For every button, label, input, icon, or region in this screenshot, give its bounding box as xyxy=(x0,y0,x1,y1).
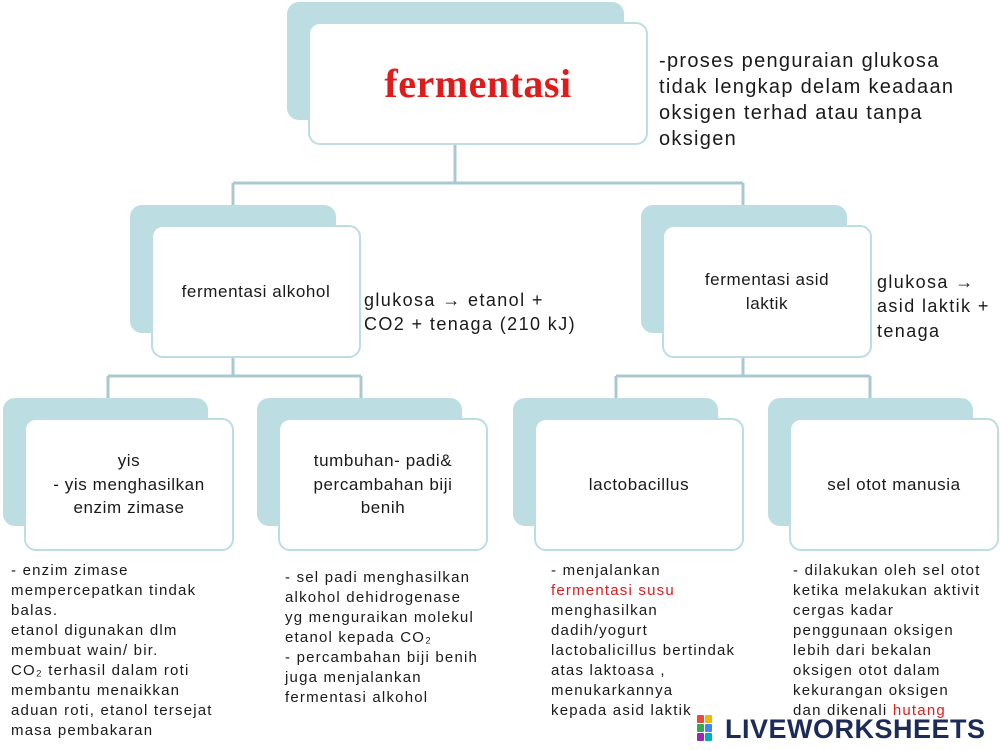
lactic-equation: glukosa → asid laktik + tenaga xyxy=(877,272,990,341)
otot-detail-last-line: dan dikenali hutang xyxy=(793,701,981,721)
yis-detail-line: membantu menaikkan xyxy=(11,681,181,699)
yis-box: yis - yis menghasilkan enzim zimase xyxy=(24,418,234,551)
otot-detail-line: cergas kadar xyxy=(793,601,895,619)
yis-detail-line: masa pembakaran xyxy=(11,721,154,739)
yis-sublabel: - yis menghasilkan enzim zimase xyxy=(53,474,205,518)
alcohol-equation: glukosa → etanol + CO2 + tenaga (210 kJ) xyxy=(364,290,577,335)
tumbuhan-label: tumbuhan- padi& percambahan biji benih xyxy=(313,450,453,518)
liveworksheets-logo: LIVEWORKSHEETS xyxy=(697,714,986,744)
title-box: fermentasi xyxy=(308,22,648,145)
definition-text: -proses penguraian glukosa tidak lengkap… xyxy=(659,50,955,150)
lactobacillus-detail-line: - menjalankan xyxy=(551,562,661,579)
tumbuhan-detail-line: juga menjalankan xyxy=(285,668,422,686)
diagram-title: fermentasi xyxy=(384,60,572,106)
alcohol-fermentation-label: fermentasi alkohol xyxy=(181,281,331,301)
lactobacillus-detail-line: menghasilkan xyxy=(551,601,658,619)
lactobacillus-box: lactobacillus xyxy=(534,418,744,551)
alcohol-fermentation-box: fermentasi alkohol xyxy=(151,225,361,358)
tumbuhan-box: tumbuhan- padi& percambahan biji benih xyxy=(278,418,488,551)
lactic-fermentation-label: fermentasi asid laktik xyxy=(704,269,830,313)
liveworksheets-brand-text: LIVEWORKSHEETS xyxy=(725,713,986,744)
tumbuhan-detail-line: - sel padi menghasilkan xyxy=(285,569,471,586)
tumbuhan-detail-line: - percambahan biji benih xyxy=(285,648,479,666)
tumbuhan-details: - sel padi menghasilkan alkohol dehidrog… xyxy=(285,568,478,708)
tumbuhan-detail-line: yg menguraikan molekul xyxy=(285,608,474,626)
yis-detail-line: balas. xyxy=(11,601,59,619)
yis-detail-line: aduan roti, etanol tersejat xyxy=(11,701,213,719)
otot-detail-line: ketika melakukan aktivit xyxy=(793,581,981,599)
yis-detail-line: mempercepatkan tindak xyxy=(11,581,197,599)
yis-label: yis xyxy=(117,450,141,470)
lactobacillus-detail-line: lactobalicillus bertindak xyxy=(551,641,736,659)
otot-detail-line: - dilakukan oleh sel otot xyxy=(793,562,981,579)
otot-detail-line: oksigen otot dalam xyxy=(793,661,941,679)
tumbuhan-detail-line: etanol kepada CO₂ xyxy=(285,628,433,646)
otot-detail-prefix: dan dikenali xyxy=(793,701,893,719)
otot-box: sel otot manusia xyxy=(789,418,999,551)
otot-detail-line: penggunaan oksigen xyxy=(793,621,954,639)
yis-detail-line: CO₂ terhasil dalam roti xyxy=(11,661,190,679)
yis-detail-line: - enzim zimase xyxy=(11,562,129,579)
lactobacillus-detail-line: dadih/yogurt xyxy=(551,621,648,639)
tumbuhan-detail-line: alkohol dehidrogenase xyxy=(285,588,462,606)
lactobacillus-detail-line: menukarkannya xyxy=(551,681,674,699)
otot-details: - dilakukan oleh sel otot ketika melakuk… xyxy=(793,561,981,721)
yis-detail-line: membuat wain/ bir. xyxy=(11,641,159,659)
otot-detail-line: lebih dari bekalan xyxy=(793,641,933,659)
otot-detail-highlight: hutang xyxy=(892,701,946,719)
tumbuhan-detail-line: fermentasi alkohol xyxy=(285,688,429,706)
lactobacillus-details: - menjalankan fermentasi susu menghasilk… xyxy=(551,561,735,721)
lactobacillus-label: lactobacillus xyxy=(588,474,690,494)
lactobacillus-detail-highlight: fermentasi susu xyxy=(551,581,675,599)
yis-detail-line: etanol digunakan dlm xyxy=(11,621,178,639)
lactobacillus-detail-line: kepada asid laktik xyxy=(551,701,692,719)
lactobacillus-detail-line: atas laktoasa , xyxy=(551,661,666,679)
yis-details: - enzim zimase mempercepatkan tindak bal… xyxy=(11,561,213,740)
otot-detail-line: kekurangan oksigen xyxy=(793,681,949,699)
liveworksheets-logo-icon xyxy=(697,715,712,741)
lactic-fermentation-box: fermentasi asid laktik xyxy=(662,225,872,358)
otot-label: sel otot manusia xyxy=(827,474,961,494)
